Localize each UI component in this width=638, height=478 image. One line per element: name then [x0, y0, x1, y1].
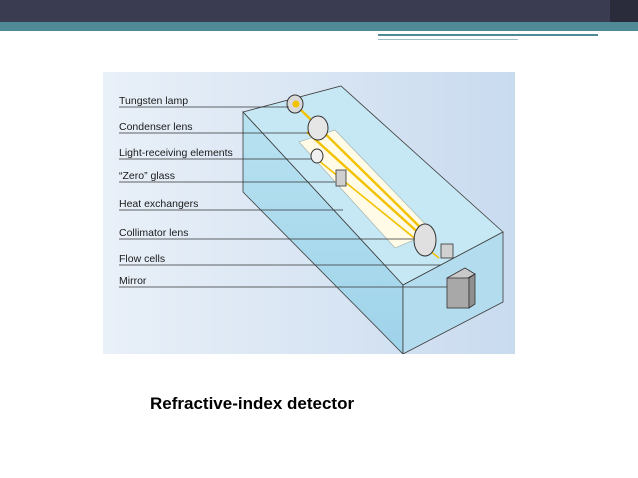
label-heat-exchangers: Heat exchangers	[119, 198, 198, 210]
mirror-block	[446, 277, 470, 309]
light-beam-2	[306, 131, 434, 247]
label-tungsten-lamp: Tungsten lamp	[119, 95, 188, 107]
figure-caption: Refractive-index detector	[150, 394, 355, 413]
label-zero-glass: “Zero” glass	[119, 170, 175, 182]
accent-line-secondary	[378, 39, 518, 40]
zero-glass	[335, 169, 347, 187]
box-front-face	[242, 110, 404, 354]
label-flow-cells: Flow cells	[119, 253, 165, 265]
mirror-side	[468, 273, 476, 309]
flow-cell	[440, 243, 454, 259]
label-collimator-lens: Collimator lens	[119, 227, 188, 239]
top-header-corner	[610, 0, 638, 22]
accent-line	[378, 34, 598, 36]
light-receiving-element	[310, 148, 324, 164]
top-accent-band	[0, 22, 638, 31]
detector-diagram: Tungsten lamp Condenser lens Light-recei…	[103, 72, 515, 354]
lamp-filament	[292, 100, 300, 108]
condenser-lens	[307, 115, 329, 141]
label-condenser-lens: Condenser lens	[119, 121, 193, 133]
top-header-band	[0, 0, 638, 22]
collimator-lens	[413, 223, 437, 257]
label-leaders	[119, 106, 447, 288]
label-mirror: Mirror	[119, 275, 147, 287]
label-light-receiving-elements: Light-receiving elements	[119, 147, 233, 159]
